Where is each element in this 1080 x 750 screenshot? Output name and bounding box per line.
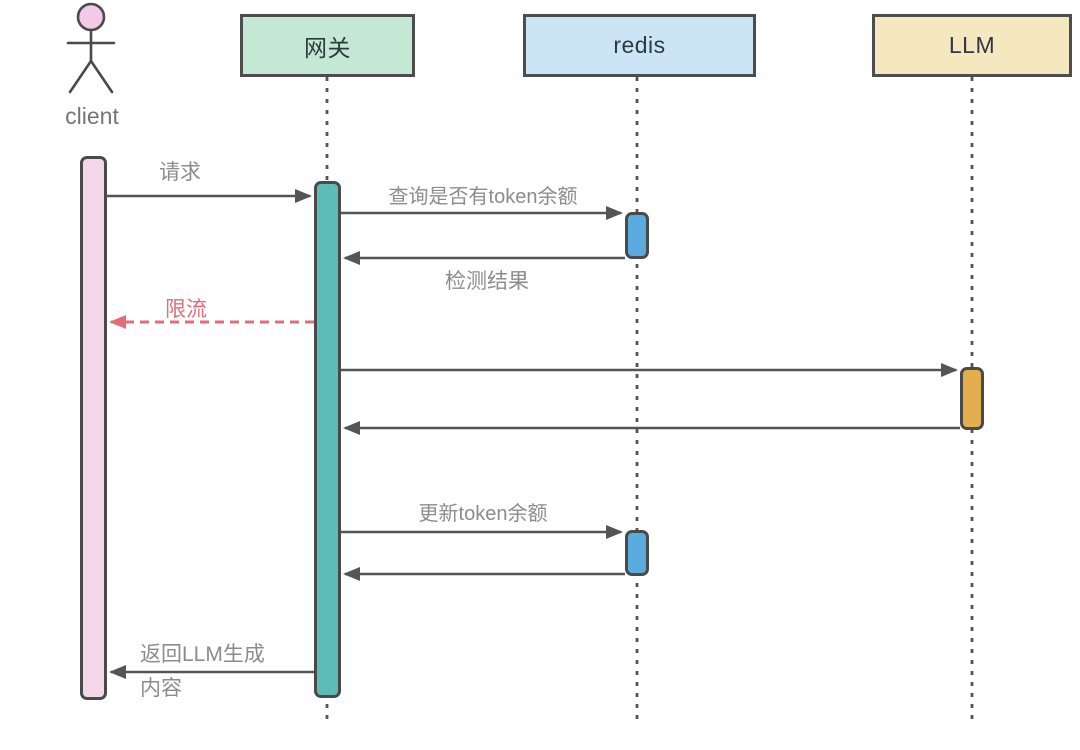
participant-box-redis: redis — [523, 14, 756, 77]
participant-label-client: client — [65, 103, 119, 129]
activation-bar-redis-1 — [625, 212, 649, 259]
message-label-check-result: 检测结果 — [445, 270, 529, 293]
client-actor-icon — [66, 2, 116, 94]
message-label-request: 请求 — [159, 161, 201, 184]
message-label-rate-limit: 限流 — [165, 298, 207, 321]
participant-box-gateway: 网关 — [240, 14, 415, 77]
message-label-update-token-balance: 更新token余额 — [418, 503, 548, 525]
participant-label-llm: LLM — [948, 32, 996, 58]
activation-bar-gateway — [314, 181, 341, 698]
message-label-return-content: 返回LLM生成内容 — [140, 643, 265, 700]
activation-bar-client — [80, 156, 107, 700]
activation-bar-redis-2 — [625, 530, 649, 576]
participant-label-redis: redis — [613, 32, 666, 58]
message-label-query-token-balance: 查询是否有token余额 — [388, 186, 578, 208]
participant-label-gateway: 网关 — [304, 34, 351, 61]
participant-box-llm: LLM — [872, 14, 1072, 77]
activation-bar-llm — [960, 367, 984, 430]
